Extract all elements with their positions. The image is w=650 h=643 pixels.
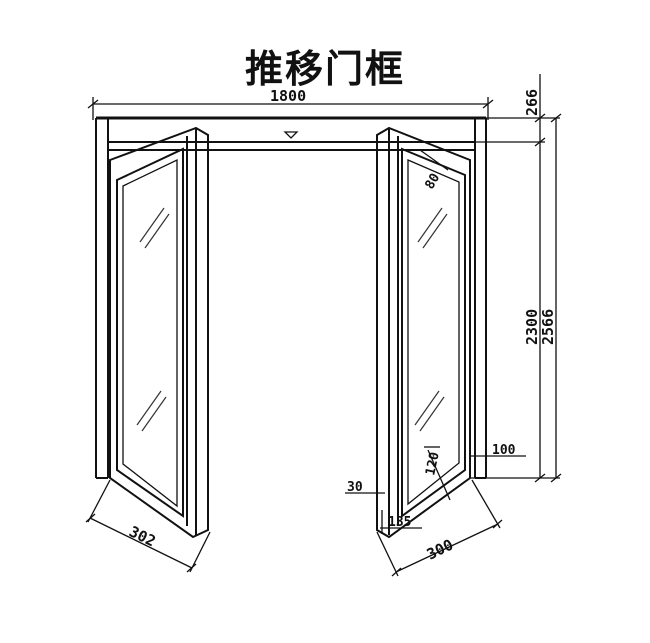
- left-leaf-width-dimension: 302: [85, 479, 211, 573]
- right-door-leaf: [376, 126, 471, 539]
- right-leaf-width-label: 300: [424, 536, 456, 564]
- bottom-corner-label: 120: [423, 451, 443, 477]
- left-leaf-width-label: 302: [126, 522, 158, 550]
- right-detail-dimensions: 80 120 100 30 135: [345, 149, 526, 534]
- outer-frame: [95, 116, 487, 479]
- door-height-label: 2300: [523, 309, 541, 345]
- height-dimensions: 266 2300 2566: [470, 74, 562, 483]
- lock-symbol: [283, 131, 299, 139]
- left-door-leaf: [109, 126, 209, 539]
- top-height-label: 266: [523, 89, 541, 116]
- drawing-title: 推移门框: [244, 47, 405, 91]
- right-bottom-offset-label: 100: [492, 443, 516, 458]
- total-height-label: 2566: [539, 309, 557, 345]
- overall-width-dimension: 1800: [87, 87, 494, 120]
- top-corner-label: 80: [422, 171, 443, 192]
- overall-width-label: 1800: [270, 87, 306, 105]
- left-bottom-offset-label: 30: [347, 480, 363, 495]
- bottom-small-label: 135: [388, 515, 411, 530]
